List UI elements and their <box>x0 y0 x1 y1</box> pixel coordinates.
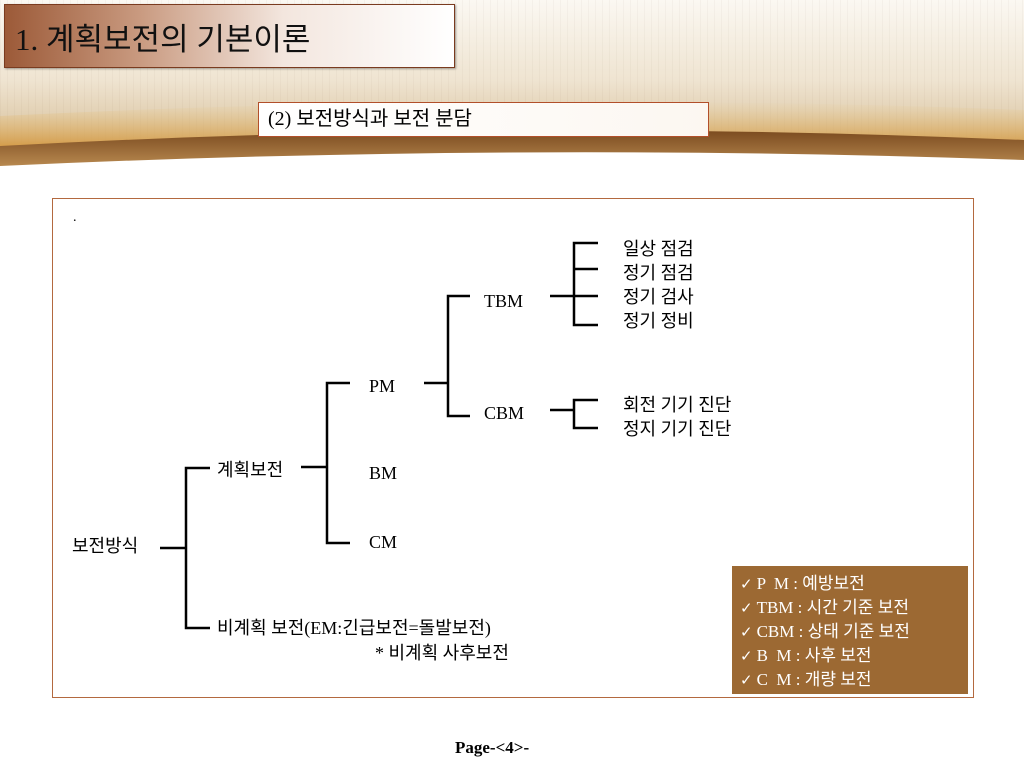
check-icon: ✓ <box>740 599 753 617</box>
pm-label: PM <box>369 376 396 396</box>
cbm-item: 정지 기기 진단 <box>623 419 732 439</box>
legend-item-cbm: ✓CBM : 상태 기준 보전 <box>740 620 968 644</box>
section-subtitle: (2) 보전방식과 보전 분담 <box>268 108 472 130</box>
legend-item-text: P M : 예방보전 <box>756 574 865 593</box>
cm-label: CM <box>369 532 398 552</box>
legend-item-bm: ✓B M : 사후 보전 <box>740 644 968 668</box>
bm-label: BM <box>369 463 398 483</box>
legend-item-cm: ✓C M : 개량 보전 <box>740 668 968 692</box>
legend-item-tbm: ✓TBM : 시간 기준 보전 <box>740 596 968 620</box>
check-icon: ✓ <box>740 575 753 593</box>
check-icon: ✓ <box>740 623 753 641</box>
banner-lower-fade <box>0 152 1024 200</box>
tbm-item: 정기 정비 <box>623 311 694 331</box>
unplanned-maintenance-label: 비계획 보전(EM:긴급보전=돌발보전) <box>217 618 491 638</box>
slide-title: 1. 계획보전의 기본이론 <box>15 22 311 57</box>
check-icon: ✓ <box>740 647 753 665</box>
stray-dot: . <box>73 210 77 225</box>
cbm-item: 회전 기기 진단 <box>623 395 732 415</box>
tbm-label: TBM <box>484 291 524 311</box>
legend-item-text: TBM : 시간 기준 보전 <box>756 598 909 617</box>
tbm-item: 일상 점검 <box>623 239 694 259</box>
check-icon: ✓ <box>740 671 753 689</box>
legend-item-text: B M : 사후 보전 <box>756 646 872 665</box>
unplanned-note: * 비계획 사후보전 <box>375 643 509 663</box>
legend-item-pm: ✓P M : 예방보전 <box>740 572 968 596</box>
legend-box: ✓P M : 예방보전 ✓TBM : 시간 기준 보전 ✓CBM : 상태 기준… <box>732 566 968 694</box>
cbm-label: CBM <box>484 403 525 423</box>
section-subtitle-box: (2) 보전방식과 보전 분담 <box>258 102 709 137</box>
tbm-item: 정기 검사 <box>623 287 694 307</box>
legend-item-text: C M : 개량 보전 <box>756 670 872 689</box>
slide-title-box: 1. 계획보전의 기본이론 <box>4 4 455 68</box>
legend-item-text: CBM : 상태 기준 보전 <box>756 622 910 641</box>
planned-maintenance-label: 계획보전 <box>217 460 284 480</box>
root-label: 보전방식 <box>72 536 139 556</box>
page-number: Page-<4>- <box>455 738 530 757</box>
tbm-item: 정기 점검 <box>623 263 694 283</box>
